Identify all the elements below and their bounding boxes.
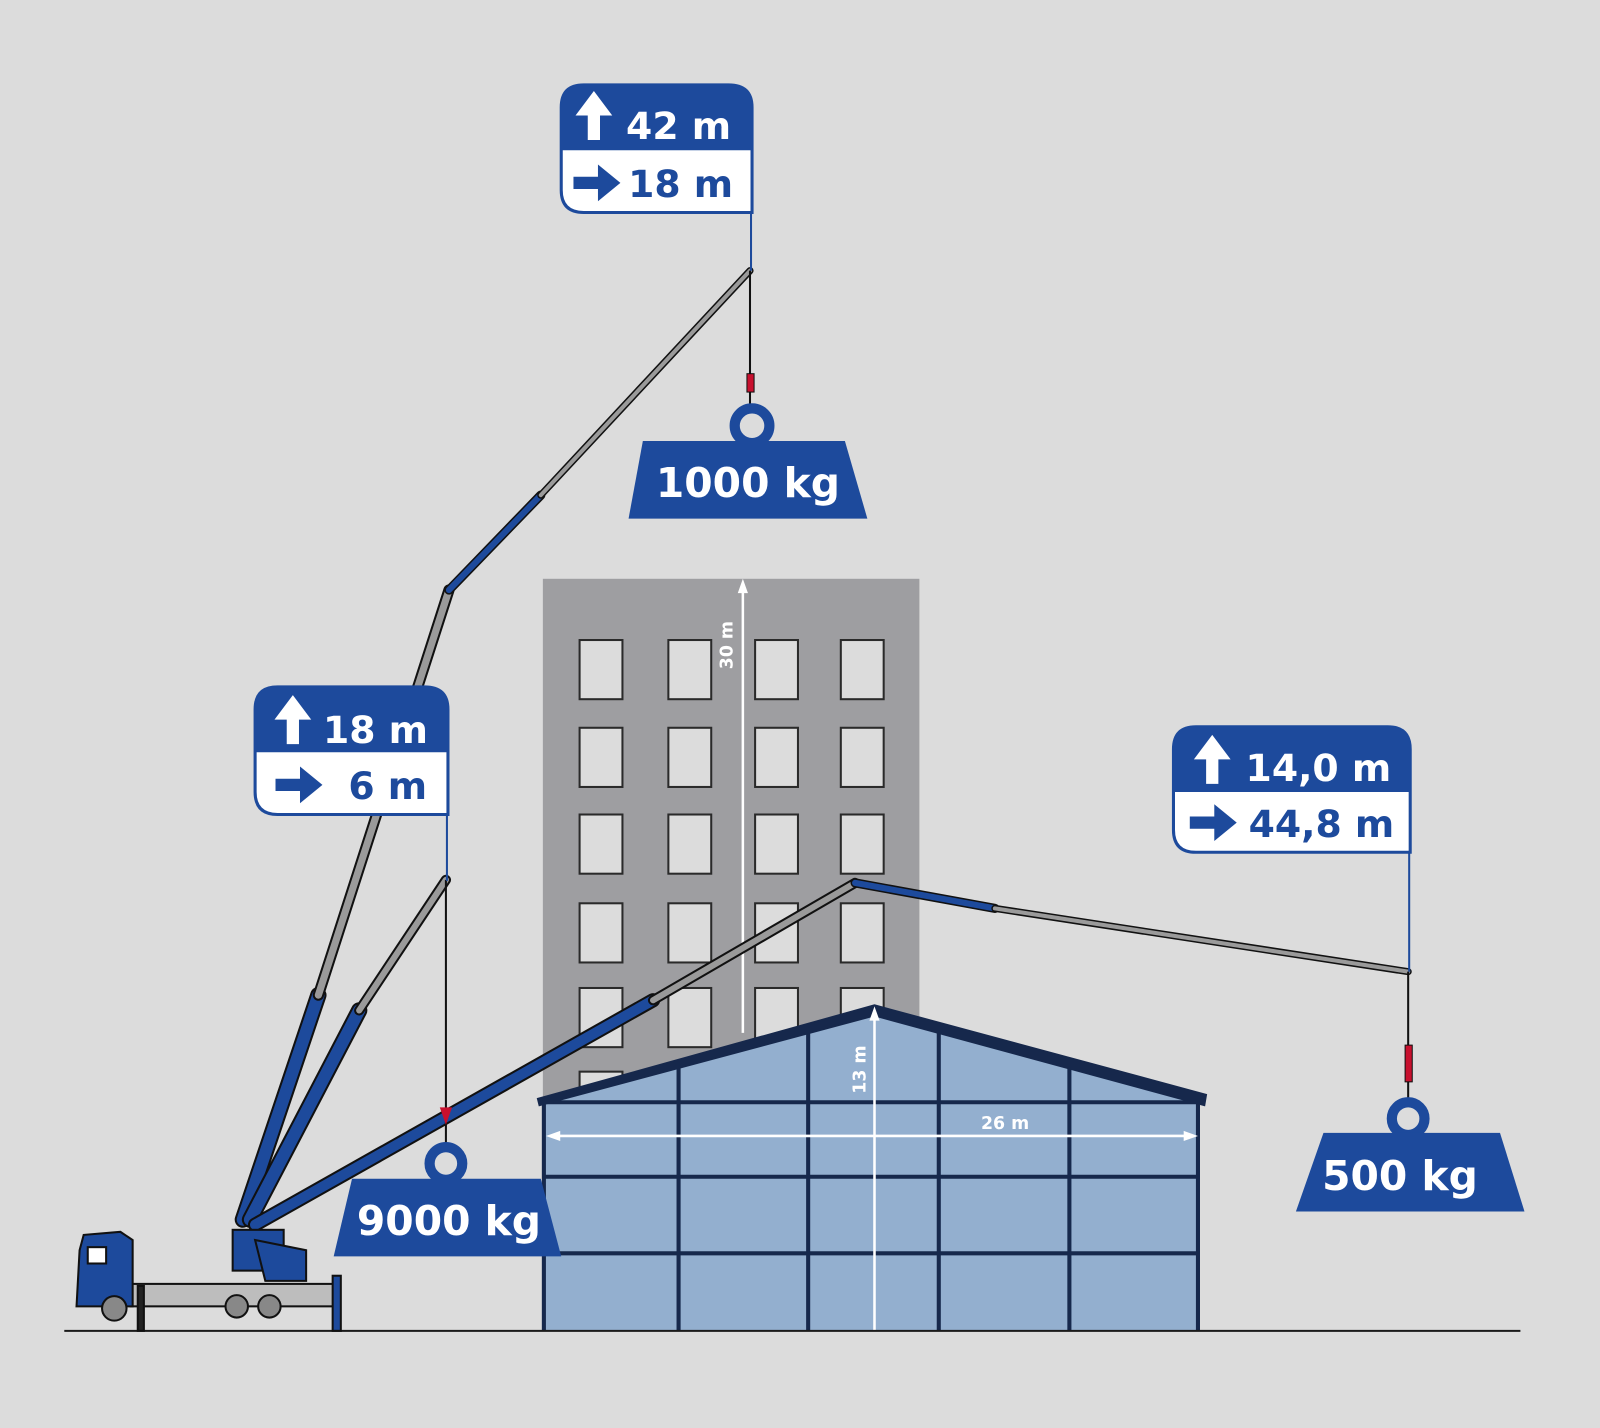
hall-building: 13 m 26 m [536,1004,1208,1331]
arrow-right-icon [275,766,323,804]
weight-icon [628,441,868,519]
reach-value: 18 m [628,162,733,206]
tower-window [578,813,624,875]
tower-window [667,639,713,701]
load-9000kg: 9000 kg [333,879,562,1257]
tower-window [667,726,713,788]
height-value: 14,0 m [1246,746,1392,790]
load-label: 500 kg [1322,1152,1478,1200]
arrow-up-icon [1193,734,1231,784]
tower-window [839,813,885,875]
tower-height-label: 30 m [718,621,738,669]
crane-truck [75,1228,342,1332]
height-value: 18 m [323,708,428,752]
load-label: 9000 kg [357,1197,541,1245]
tower-window [754,813,799,875]
tower-window [839,726,885,788]
hall-width-label: 26 m [981,1114,1029,1134]
tower-window [754,639,799,701]
reach-value: 44,8 m [1249,802,1395,846]
height-value: 42 m [626,104,731,148]
tower-window [667,986,713,1049]
tower-window [667,813,713,875]
arrow-up-icon [575,91,613,141]
boom-config-medium [241,874,452,1228]
arrow-right-icon [573,164,621,202]
load-label: 1000 kg [656,459,840,507]
weight-icon [1295,1132,1525,1212]
tower-window [754,726,799,788]
tower-window [839,639,885,701]
spec-box-long: 14,0 m 44,8 m [1171,725,1412,972]
spec-box-medium: 18 m 6 m [253,685,450,881]
tower-window [578,726,624,788]
tower-window [578,902,624,964]
tower-window [578,639,624,701]
weight-icon [333,1178,562,1257]
boom-config-long [247,877,1412,1232]
load-500kg: 500 kg [1295,971,1525,1212]
spec-box-high: 42 m 18 m [559,83,754,271]
tower-window [667,902,713,964]
hall-height-label: 13 m [850,1046,870,1094]
load-1000kg: 1000 kg [628,270,868,519]
reach-value: 6 m [348,764,427,808]
tower-window [839,902,885,964]
arrow-right-icon [1189,804,1237,842]
